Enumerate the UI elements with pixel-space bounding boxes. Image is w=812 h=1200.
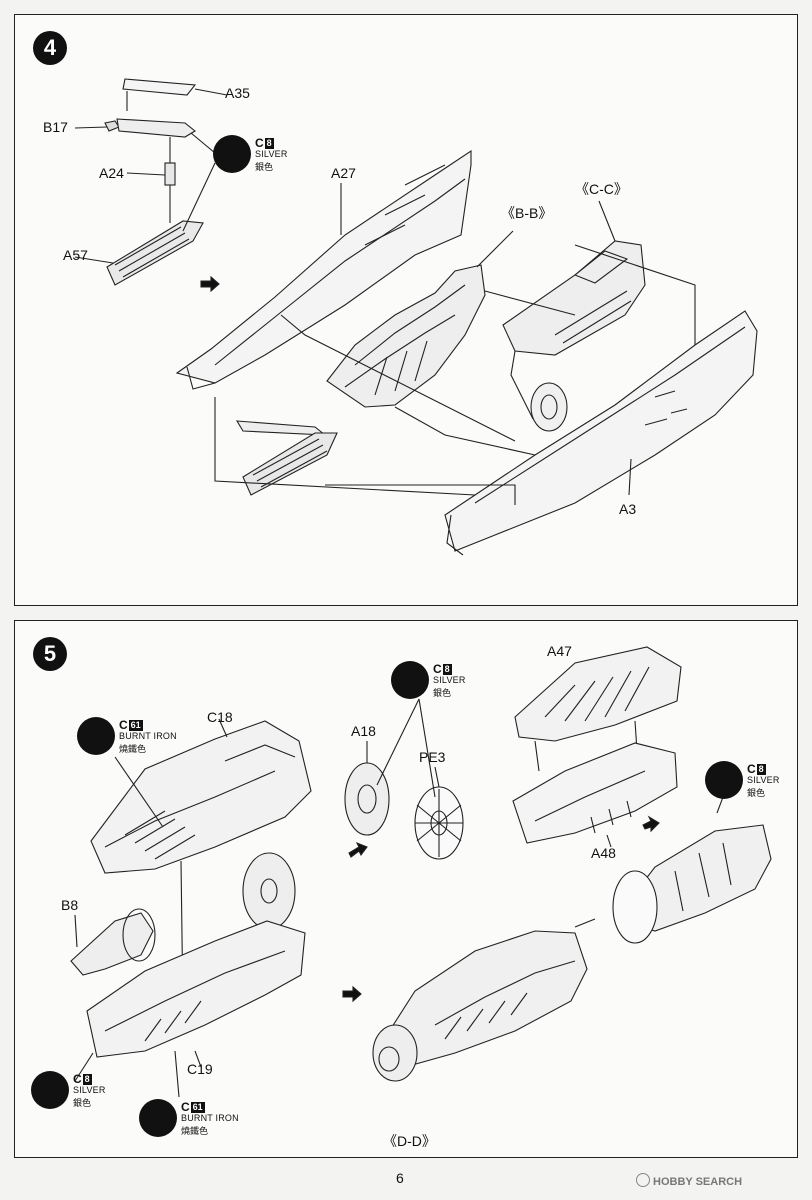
label-c18: C18 [207, 709, 233, 725]
paint-name-chinese: 銀色 [73, 1098, 92, 1108]
label-a18: A18 [351, 723, 376, 739]
step-5-number-badge: 5 [33, 637, 67, 671]
paint-name-chinese: 銀色 [433, 688, 452, 698]
paint-name-chinese: 燒鐵色 [119, 744, 147, 754]
label-c19: C19 [187, 1061, 213, 1077]
step-5-panel: 5 [14, 620, 798, 1158]
paint-name: SILVER [433, 675, 466, 685]
label-section-b-b: 《B-B》 [501, 205, 553, 221]
label-section-c-c: 《C-C》 [575, 181, 628, 197]
label-section-d-d: 《D-D》 [383, 1133, 436, 1149]
label-a24: A24 [99, 165, 124, 181]
paint-name-chinese: 燒鐵色 [181, 1126, 209, 1136]
paint-brush-icon [77, 717, 115, 755]
paint-brush-icon [213, 135, 251, 173]
label-a27: A27 [331, 165, 356, 181]
watermark-logo-icon [636, 1173, 650, 1187]
label-a47: A47 [547, 643, 572, 659]
watermark: HOBBY SEARCH [636, 1173, 742, 1188]
label-a57: A57 [63, 247, 88, 263]
paint-brush-icon [139, 1099, 177, 1137]
label-a48: A48 [591, 845, 616, 861]
paint-name-chinese: 銀色 [747, 788, 766, 798]
label-a3: A3 [619, 501, 637, 517]
paint-name: BURNT IRON [181, 1113, 239, 1123]
step-5-assembly-drawing [70, 646, 772, 1098]
paint-name: SILVER [73, 1085, 106, 1095]
paint-name-chinese: 銀色 [255, 162, 274, 172]
label-a35: A35 [225, 85, 250, 101]
label-b8: B8 [61, 897, 79, 913]
step-4-number-badge: 4 [33, 31, 67, 65]
paint-brush-icon [31, 1071, 69, 1109]
paint-brush-icon [705, 761, 743, 799]
step-4-assembly-drawing [74, 78, 758, 556]
label-b17: B17 [43, 119, 68, 135]
paint-brush-icon [391, 661, 429, 699]
paint-name: SILVER [747, 775, 780, 785]
label-pe3: PE3 [419, 749, 446, 765]
paint-name: SILVER [255, 149, 288, 159]
step-4-panel: 4 [14, 14, 798, 606]
paint-name: BURNT IRON [119, 731, 177, 741]
page-number: 6 [396, 1170, 404, 1186]
